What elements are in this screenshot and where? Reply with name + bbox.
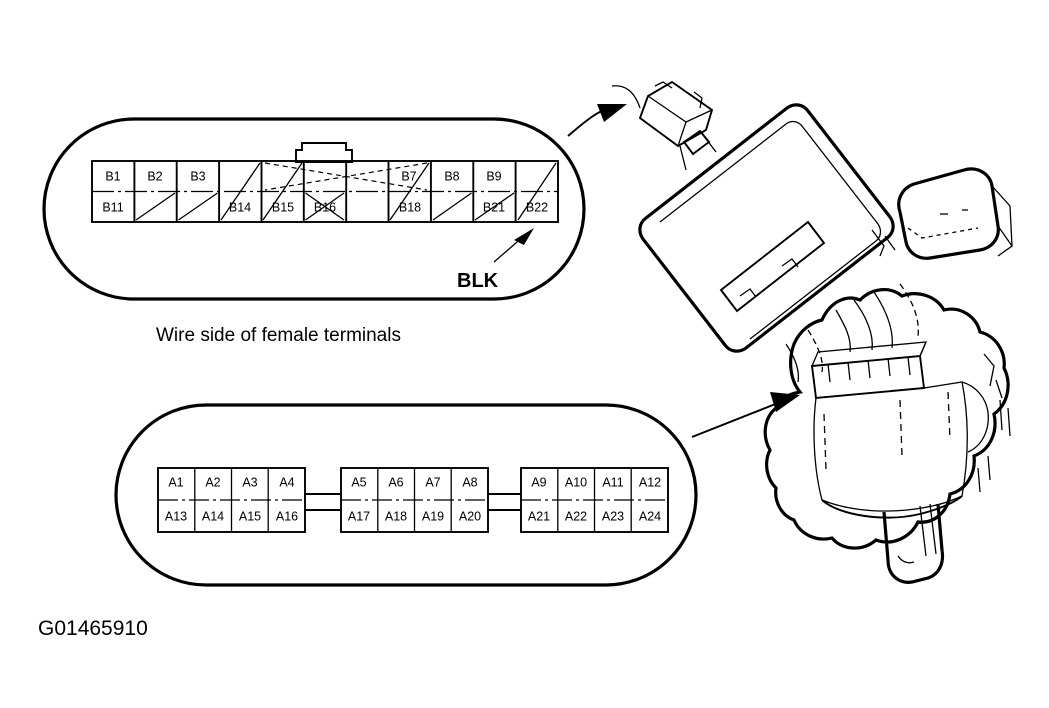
connector-a-block-2: A5 A6 A7 A8 A17 A18 A19 A20 bbox=[340, 467, 489, 533]
harness-right-ribs bbox=[977, 399, 1011, 493]
cell-a13: A13 bbox=[165, 509, 187, 523]
connector-b-oval bbox=[42, 117, 586, 301]
cell-a4: A4 bbox=[279, 475, 294, 489]
cell-b14: B14 bbox=[229, 200, 251, 214]
cell-a7: A7 bbox=[425, 475, 440, 489]
cell-a23: A23 bbox=[602, 509, 624, 523]
cell-a24: A24 bbox=[639, 509, 661, 523]
cell-b2: B2 bbox=[147, 169, 162, 183]
figure-caption: Wire side of female terminals bbox=[156, 325, 401, 346]
cell-a16: A16 bbox=[276, 509, 298, 523]
callout-arrow-top bbox=[567, 104, 627, 137]
connector-a-bridge-1 bbox=[305, 493, 341, 511]
cell-a9: A9 bbox=[531, 475, 546, 489]
harness-connector-body bbox=[763, 167, 1013, 584]
cell-a3: A3 bbox=[242, 475, 257, 489]
cell-b7: B7 bbox=[401, 169, 416, 183]
cell-a11: A11 bbox=[602, 475, 623, 489]
cell-b16: B16 bbox=[314, 200, 336, 214]
cell-b1: B1 bbox=[105, 169, 120, 183]
block3-dividers bbox=[521, 468, 668, 532]
cell-b21: B21 bbox=[483, 200, 505, 214]
connector-a-bridge-2 bbox=[488, 493, 521, 511]
cell-a15: A15 bbox=[239, 509, 261, 523]
connector-b-callout: BLK B1 B2 B3 B7 B8 B9 B11 B14 B15 B16 B1… bbox=[42, 117, 586, 301]
cell-a17: A17 bbox=[348, 509, 370, 523]
cell-a18: A18 bbox=[385, 509, 407, 523]
harness-hatch-detail bbox=[785, 283, 919, 383]
cell-a8: A8 bbox=[462, 475, 477, 489]
connector-b-large-x bbox=[264, 162, 428, 191]
blk-leader-arrow bbox=[493, 228, 534, 263]
cell-a14: A14 bbox=[202, 509, 224, 523]
cell-a22: A22 bbox=[565, 509, 587, 523]
connector-b-blank-marks bbox=[135, 162, 557, 221]
cell-a1: A1 bbox=[168, 475, 183, 489]
harness-terminal-ribs bbox=[827, 356, 911, 383]
connector-a-callout: A1 A2 A3 A4 A13 A14 A15 A16 bbox=[114, 403, 698, 587]
connector-a-oval bbox=[114, 403, 698, 587]
cell-a2: A2 bbox=[205, 475, 220, 489]
cell-a21: A21 bbox=[528, 509, 550, 523]
cell-a10: A10 bbox=[565, 475, 587, 489]
connector-b-color-label: BLK bbox=[457, 270, 499, 292]
figure-code: G01465910 bbox=[38, 617, 148, 640]
cell-b18: B18 bbox=[399, 200, 421, 214]
block2-dividers bbox=[341, 468, 488, 532]
connector-a-block-3: A9 A10 A11 A12 A21 A22 A23 A24 bbox=[520, 467, 669, 533]
block1-dividers bbox=[158, 468, 305, 532]
latch-tab-shape bbox=[295, 142, 353, 163]
cell-b15: B15 bbox=[272, 200, 294, 214]
cell-b8: B8 bbox=[444, 169, 459, 183]
cell-b3: B3 bbox=[190, 169, 205, 183]
small-connector-plug bbox=[611, 80, 714, 148]
cell-b9: B9 bbox=[486, 169, 501, 183]
cell-b22: B22 bbox=[526, 200, 548, 214]
cell-a12: A12 bbox=[639, 475, 661, 489]
ecu-module bbox=[638, 103, 896, 353]
cell-b11: B11 bbox=[102, 200, 123, 214]
cell-a6: A6 bbox=[388, 475, 403, 489]
cell-a19: A19 bbox=[422, 509, 444, 523]
cell-a20: A20 bbox=[459, 509, 481, 523]
connector-b-latch-tab bbox=[295, 142, 353, 163]
cell-a5: A5 bbox=[351, 475, 366, 489]
connector-a-block-1: A1 A2 A3 A4 A13 A14 A15 A16 bbox=[157, 467, 306, 533]
